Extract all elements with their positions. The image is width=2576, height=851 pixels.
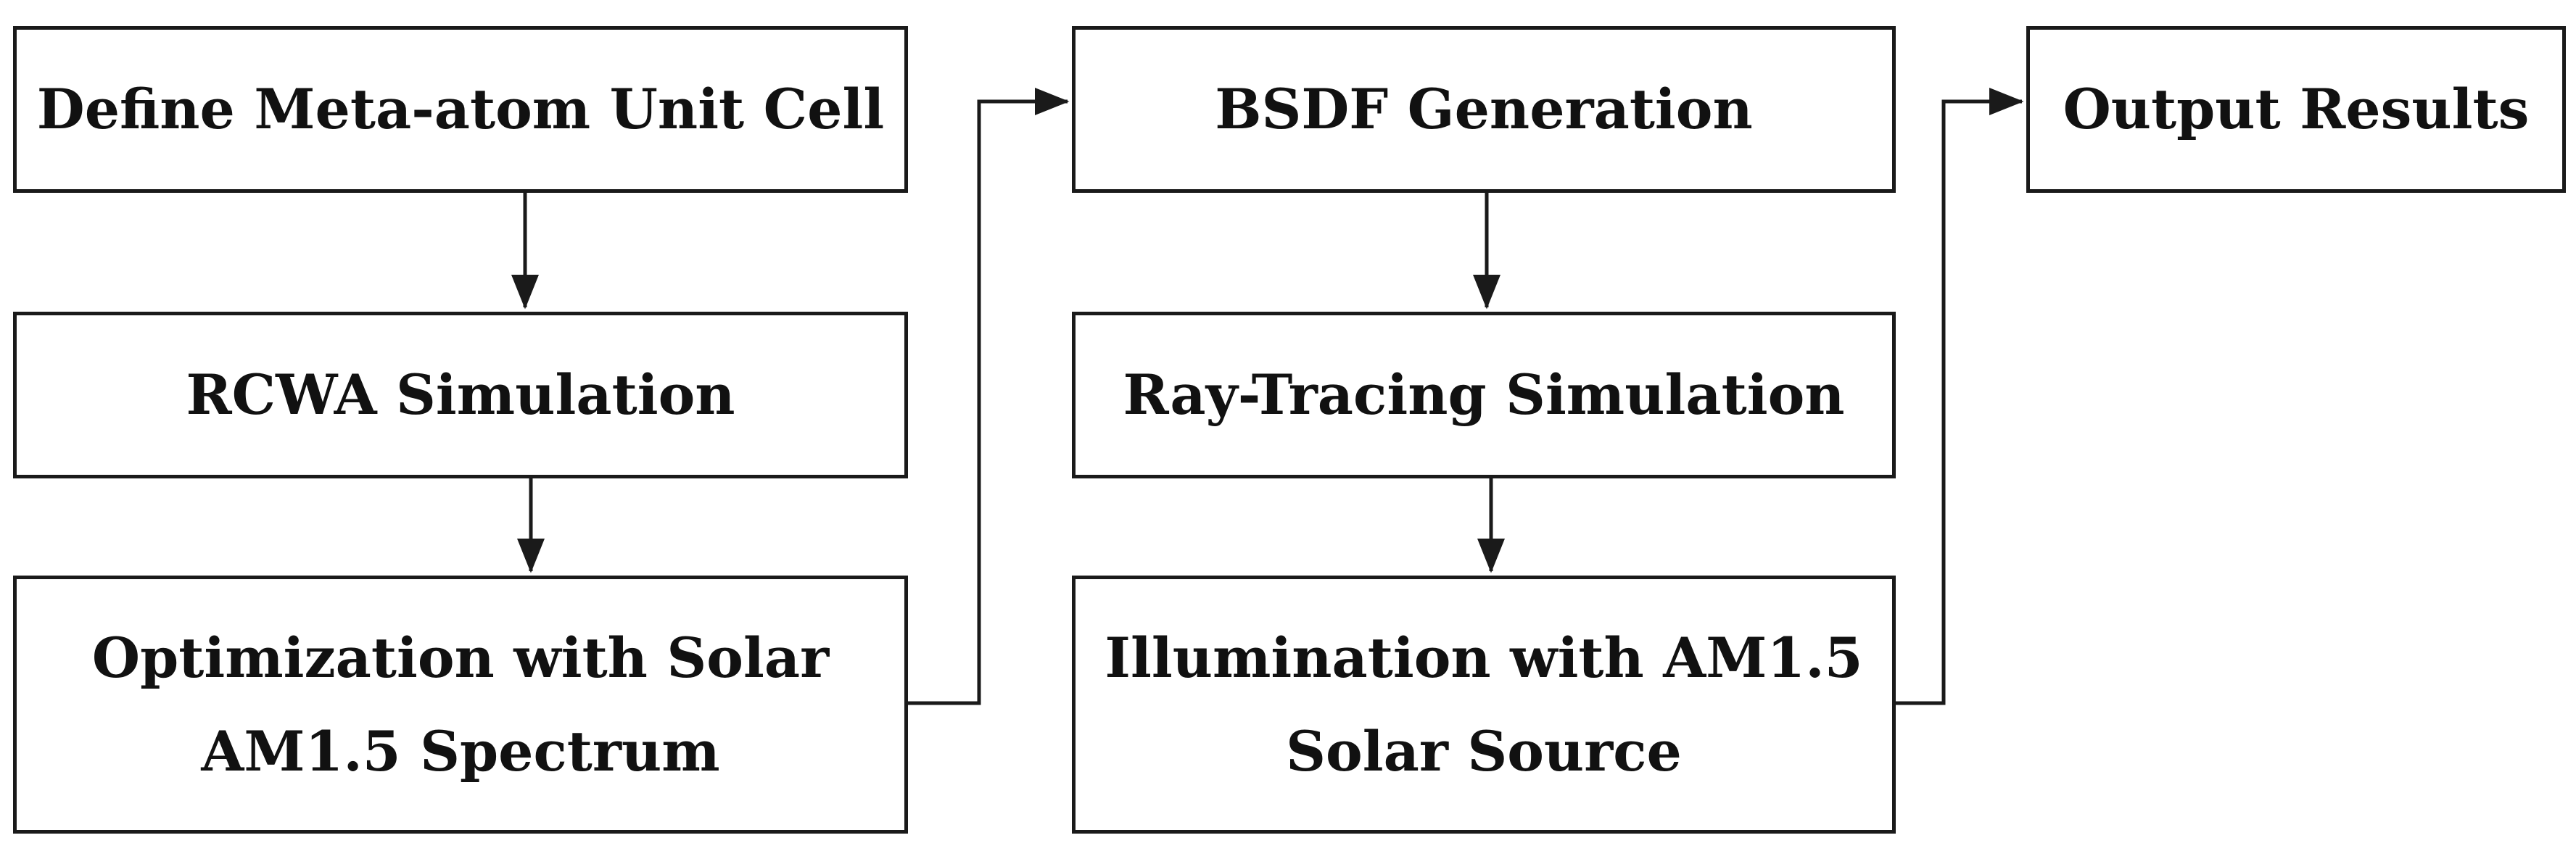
node-label: Optimization with Solar AM1.5 Spectrum <box>91 625 830 784</box>
node-ray-tracing-simulation: Ray-Tracing Simulation <box>1072 312 1896 478</box>
node-label: Define Meta-atom Unit Cell <box>36 77 885 142</box>
node-output-results: Output Results <box>2026 26 2566 193</box>
node-bsdf-generation: BSDF Generation <box>1072 26 1896 193</box>
node-label: Ray-Tracing Simulation <box>1123 362 1845 428</box>
arrow-illumination-to-output <box>1896 88 2024 705</box>
node-define-meta-atom: Define Meta-atom Unit Cell <box>13 26 908 193</box>
node-label: Illumination with AM1.5 Solar Source <box>1105 625 1863 784</box>
node-label: RCWA Simulation <box>186 362 735 428</box>
node-illumination: Illumination with AM1.5 Solar Source <box>1072 576 1896 834</box>
arrow-optimization-to-bsdf <box>908 88 1070 705</box>
node-optimization: Optimization with Solar AM1.5 Spectrum <box>13 576 908 834</box>
node-rcwa-simulation: RCWA Simulation <box>13 312 908 478</box>
node-label: BSDF Generation <box>1215 77 1753 142</box>
node-label: Output Results <box>2063 77 2530 142</box>
